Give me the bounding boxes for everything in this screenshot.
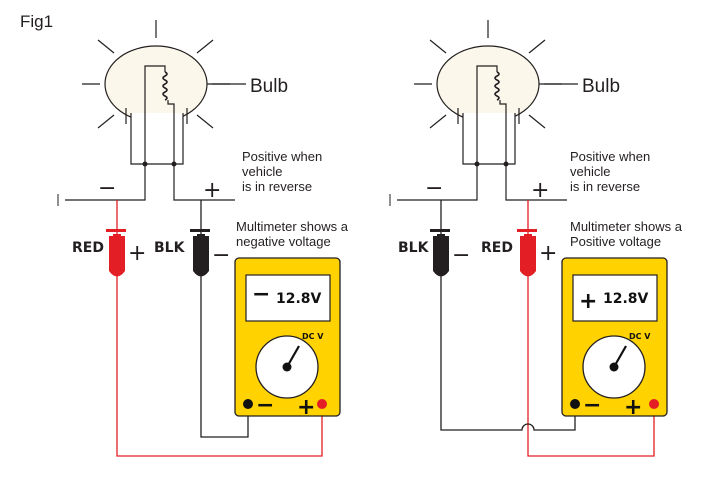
dial-label: DC V <box>302 332 324 341</box>
terminal-minus-sign: − <box>256 393 274 418</box>
probe-right-label: BLK <box>154 240 186 256</box>
bulb <box>436 45 540 167</box>
display-sign: − <box>252 282 270 307</box>
probe-right-sign: + <box>539 241 557 266</box>
panel-positive-reading: Bulb − + Positive when vehicle is in rev… <box>389 20 686 457</box>
rail-plus-sign: + <box>531 178 549 203</box>
dial-label: DC V <box>629 332 651 341</box>
display-value: 12.8V <box>276 291 322 307</box>
black-lead-wire <box>200 200 249 438</box>
terminal-minus-sign: − <box>583 393 601 418</box>
bulb-label: Bulb <box>582 76 620 97</box>
panel-negative-reading: Bulb − + Positive when vehicle is in rev… <box>57 20 352 457</box>
red-lead-wire <box>116 200 323 457</box>
multimeter-display <box>245 274 331 322</box>
rail-minus-sign: − <box>98 176 116 201</box>
black-probe <box>190 229 210 277</box>
positive-note: Positive when vehicle is in reverse <box>570 149 654 194</box>
volt-terminal <box>317 399 327 409</box>
red-probe <box>106 229 126 277</box>
bulb-label: Bulb <box>250 76 288 97</box>
multimeter-display <box>572 274 658 322</box>
com-terminal <box>243 399 253 409</box>
bulb <box>104 45 208 167</box>
display-sign: + <box>579 289 597 314</box>
meter-note: Multimeter shows a Positive voltage <box>570 219 686 249</box>
probe-left-sign: + <box>128 241 146 266</box>
terminal-plus-sign: + <box>297 395 315 420</box>
rail-plus-sign: + <box>203 178 221 203</box>
meter-note: Multimeter shows a negative voltage <box>236 219 352 249</box>
red-probe <box>517 229 537 277</box>
black-lead-wire <box>440 200 576 431</box>
bulb-glass <box>104 45 208 123</box>
bulb-filament <box>494 71 500 101</box>
figure-label: Fig1 <box>20 12 53 31</box>
rail-minus-sign: − <box>425 176 443 201</box>
probe-left-sign: − <box>452 243 470 268</box>
multimeter: + 12.8V DC V − + <box>561 257 668 420</box>
bulb-filament <box>162 71 168 101</box>
display-value: 12.8V <box>603 291 649 307</box>
com-terminal <box>570 399 580 409</box>
probe-left-label: RED <box>72 240 104 256</box>
multimeter: − 12.8V DC V − + <box>234 257 341 420</box>
volt-terminal <box>649 399 659 409</box>
red-lead-wire <box>527 200 655 457</box>
bulb-glass <box>436 45 540 123</box>
probe-right-label: RED <box>481 240 513 256</box>
black-probe <box>430 229 450 277</box>
probe-left-label: BLK <box>398 240 430 256</box>
terminal-plus-sign: + <box>624 395 642 420</box>
probe-right-sign: − <box>212 243 230 268</box>
positive-note: Positive when vehicle is in reverse <box>242 149 326 194</box>
bulb-rays <box>414 20 562 129</box>
